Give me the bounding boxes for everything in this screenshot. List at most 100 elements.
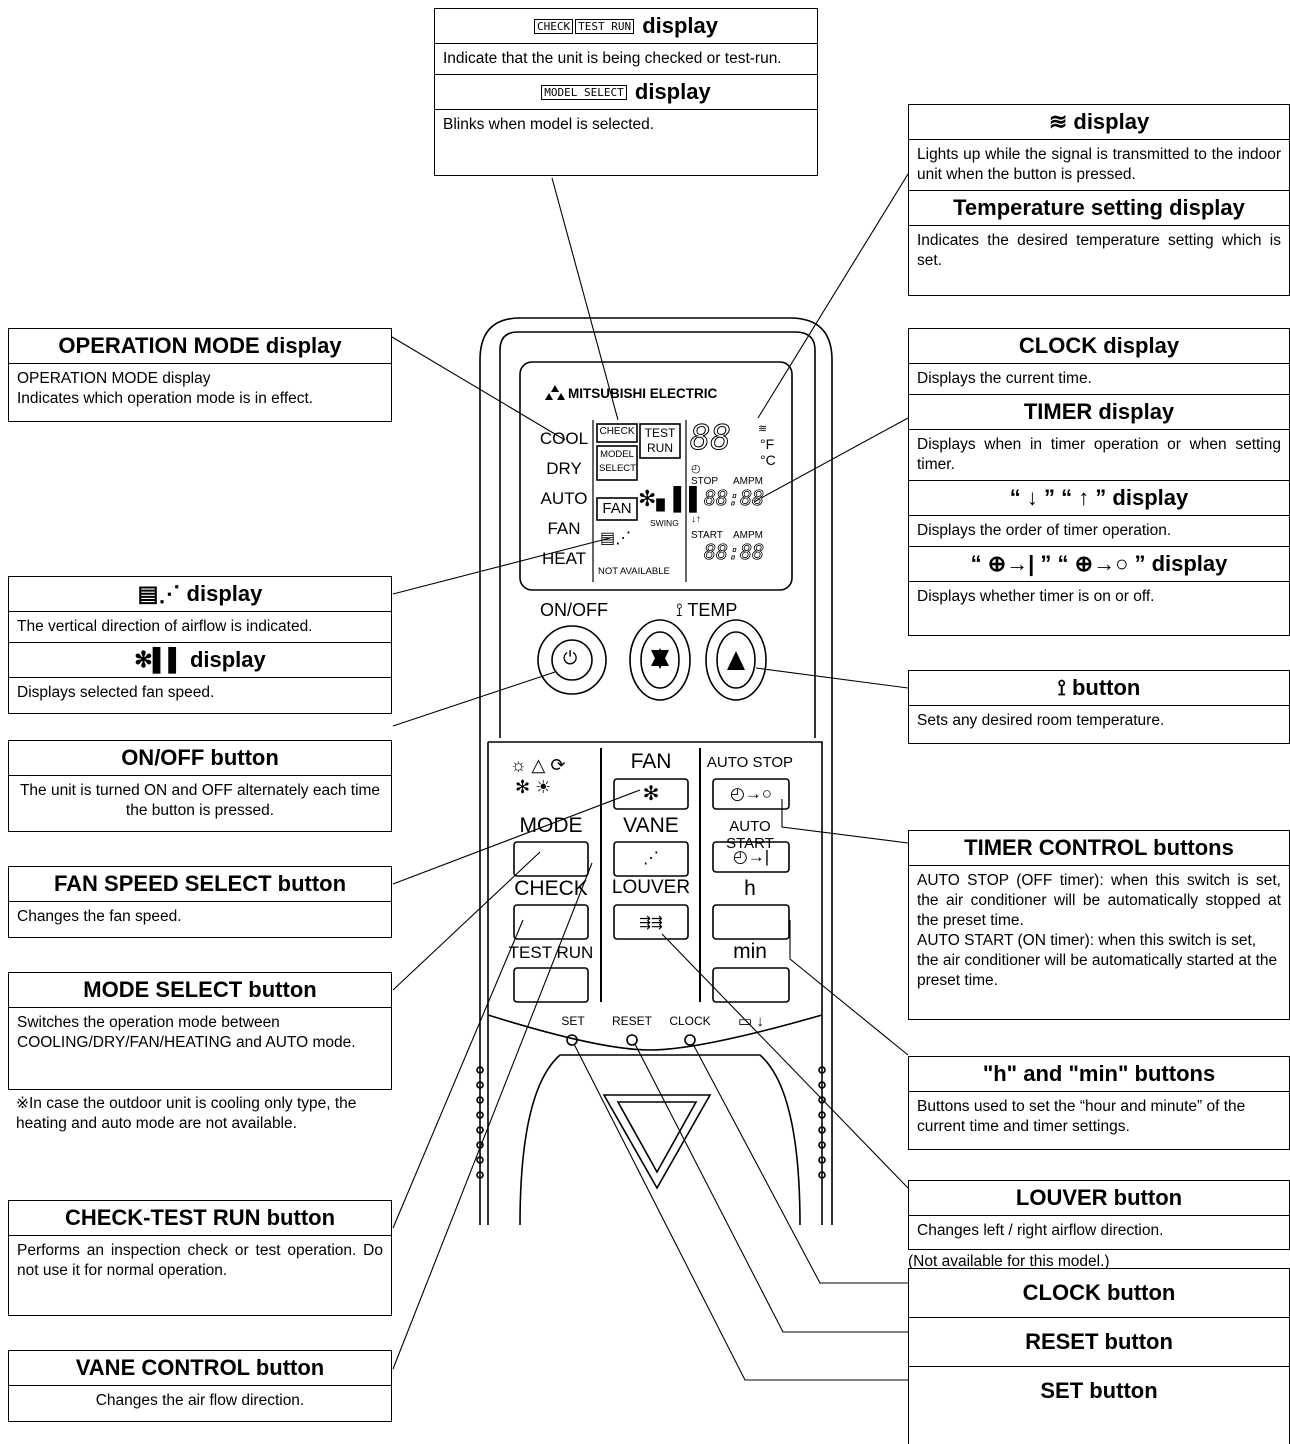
operation-mode-title: OPERATION MODE display <box>9 329 391 364</box>
h-min-buttons-text: Buttons used to set the “hour and minute… <box>917 1098 1246 1135</box>
onoff-button-text: The unit is turned ON and OFF alternatel… <box>19 782 381 819</box>
remote-brand: MITSUBISHI ELECTRIC <box>568 386 718 401</box>
lcd-swing-label: SWING <box>650 518 679 528</box>
panel-check-label: CHECK <box>514 877 588 900</box>
lcd-fan-speed-icon: ✻▖▌▌ <box>638 486 705 511</box>
check-button[interactable] <box>514 905 588 939</box>
on-off-label: ON/OFF <box>540 600 608 620</box>
order-display-text: Displays the order of timer operation. <box>909 516 1289 547</box>
clock-button-title: CLOCK button <box>909 1269 1289 1318</box>
timer-control-line1: AUTO STOP (OFF timer): when this switch … <box>917 872 1281 929</box>
fan-speed-button-callout: FAN SPEED SELECT button Changes the fan … <box>8 866 392 938</box>
h-min-buttons-title: "h" and "min" buttons <box>909 1057 1289 1092</box>
panel-mode-label: MODE <box>519 814 583 837</box>
vane-fan-display-callout: ▤⋰ display The vertical direction of air… <box>8 576 392 714</box>
louver-button-callout: LOUVER button Changes left / right airfl… <box>908 1180 1290 1250</box>
signal-callout: ≋ display Lights up while the signal is … <box>908 104 1290 296</box>
lcd-check-label: CHECK <box>599 426 635 437</box>
mode-select-button[interactable] <box>514 842 588 876</box>
temp-down-button[interactable] <box>630 620 690 700</box>
h-min-buttons-callout: "h" and "min" buttons Buttons used to se… <box>908 1056 1290 1150</box>
mitsubishi-logo-icon <box>545 385 565 400</box>
panel-auto-start-label: AUTO START <box>726 818 774 852</box>
hour-button[interactable] <box>713 905 789 939</box>
lcd-mode-list: COOL DRY AUTO FAN HEAT <box>538 424 590 574</box>
model-select-title: display <box>634 79 711 104</box>
lcd-start-ampm: AMPM <box>733 530 763 541</box>
signal-header: ≋ display <box>909 105 1289 140</box>
panel-auto-stop-label: AUTO STOP <box>706 754 794 771</box>
mode-select-button-callout: MODE SELECT button Switches the operatio… <box>8 972 392 1090</box>
fan-display-text: Displays selected fan speed. <box>17 684 215 701</box>
panel-test-run-label: TEST RUN <box>508 943 594 962</box>
temp-label-text: TEMP <box>687 600 738 620</box>
onoff-display-text: Displays whether timer is on or off. <box>917 588 1155 605</box>
louver-button-text: Changes left / right airflow direction. <box>917 1222 1164 1239</box>
lcd-mode-cool: COOL <box>539 429 589 448</box>
temp-button-title: button <box>1071 675 1141 700</box>
panel-fan-label: FAN <box>630 750 672 773</box>
temp-up-button[interactable] <box>706 620 766 700</box>
timer-display-title: TIMER display <box>909 395 1289 430</box>
fan-speed-select-button[interactable]: ✻ <box>642 783 660 805</box>
panel-clock-label: CLOCK <box>669 1014 711 1028</box>
clock-button[interactable] <box>684 1034 696 1046</box>
operation-mode-callout: OPERATION MODE display OPERATION MODE di… <box>8 328 392 422</box>
louver-button[interactable]: ⇶⇶ <box>639 914 663 930</box>
mode-icons: ☼ △ ⟳ ✻ ☀ <box>510 755 566 797</box>
operation-mode-text: OPERATION MODE display Indicates which o… <box>9 364 391 414</box>
temp-button-header: ⟟ button <box>909 671 1289 706</box>
mode-select-button-title: MODE SELECT button <box>9 973 391 1008</box>
auto-stop-button[interactable]: ◴→○ <box>729 784 773 803</box>
vane-control-button-title: VANE CONTROL button <box>9 1351 391 1386</box>
lcd-celsius: °C <box>760 452 776 468</box>
timer-control-callout: TIMER CONTROL buttons AUTO STOP (OFF tim… <box>908 830 1290 1020</box>
panel-set-label: SET <box>561 1014 585 1028</box>
lcd-stop-label: STOP <box>691 476 719 487</box>
fan-speed-display-icon: ✻▌▌ <box>134 647 184 672</box>
set-button[interactable] <box>566 1034 578 1046</box>
louver-button-title: LOUVER button <box>909 1181 1289 1216</box>
lcd-test-run-label: TEST RUN <box>644 426 676 455</box>
reset-button[interactable] <box>626 1034 638 1046</box>
temp-button-text: Sets any desired room temperature. <box>917 712 1165 729</box>
lcd-temp-digits: 88 <box>690 418 732 459</box>
model-select-tag: MODEL SELECT <box>541 85 627 100</box>
temp-button-callout: ⟟ button Sets any desired room temperatu… <box>908 670 1290 744</box>
battery-icon: ▭ ↓ <box>738 1013 764 1030</box>
clock-display-title: CLOCK display <box>909 329 1289 364</box>
fan-display-header: ✻▌▌ display <box>9 643 391 678</box>
check-testrun-title: display <box>642 13 719 38</box>
reset-button-title: RESET button <box>909 1318 1289 1367</box>
auto-start-button[interactable]: ◴→| <box>732 847 770 866</box>
model-select-text: Blinks when model is selected. <box>443 116 655 133</box>
vane-control-button[interactable]: ⋰ <box>643 850 659 867</box>
clock-timer-callout: CLOCK display Displays the current time.… <box>908 328 1290 636</box>
vane-control-button-callout: VANE CONTROL button Changes the air flow… <box>8 1350 392 1422</box>
onoff-display-title: “ ⊕→| ” “ ⊕→○ ” display <box>909 547 1289 582</box>
vane-display-text: The vertical direction of airflow is ind… <box>9 612 391 643</box>
lcd-signal-icon: ≋ <box>758 423 768 435</box>
minute-button[interactable] <box>713 968 789 1002</box>
panel-louver-label: LOUVER <box>611 877 691 898</box>
vane-control-button-text: Changes the air flow direction. <box>95 1392 305 1409</box>
test-run-button[interactable] <box>514 968 588 1002</box>
timer-display-text: Displays when in timer operation or when… <box>909 430 1289 481</box>
lcd-mode-auto: AUTO <box>540 489 588 508</box>
timer-control-line2: AUTO START (ON timer): when this switch … <box>917 932 1278 989</box>
order-display-title: “ ↓ ” “ ↑ ” display <box>909 481 1289 516</box>
panel-min-label: min <box>733 940 767 963</box>
lcd-mode-fan: FAN <box>547 519 581 538</box>
timer-control-text: AUTO STOP (OFF timer): when this switch … <box>909 866 1289 996</box>
fan-speed-button-text: Changes the fan speed. <box>17 908 182 925</box>
onoff-button-callout: ON/OFF button The unit is turned ON and … <box>8 740 392 832</box>
lcd-mode-dry: DRY <box>546 459 582 478</box>
check-test-button-callout: CHECK-TEST RUN button Performs an inspec… <box>8 1200 392 1316</box>
operation-mode-line2: Indicates which operation mode is in eff… <box>17 390 314 407</box>
onoff-button-title: ON/OFF button <box>9 741 391 776</box>
lcd-stop-time: 88:88 <box>704 486 765 511</box>
louver-button-note: (Not available for this model.) <box>908 1253 1110 1270</box>
lcd-mode-heat: HEAT <box>541 549 587 568</box>
